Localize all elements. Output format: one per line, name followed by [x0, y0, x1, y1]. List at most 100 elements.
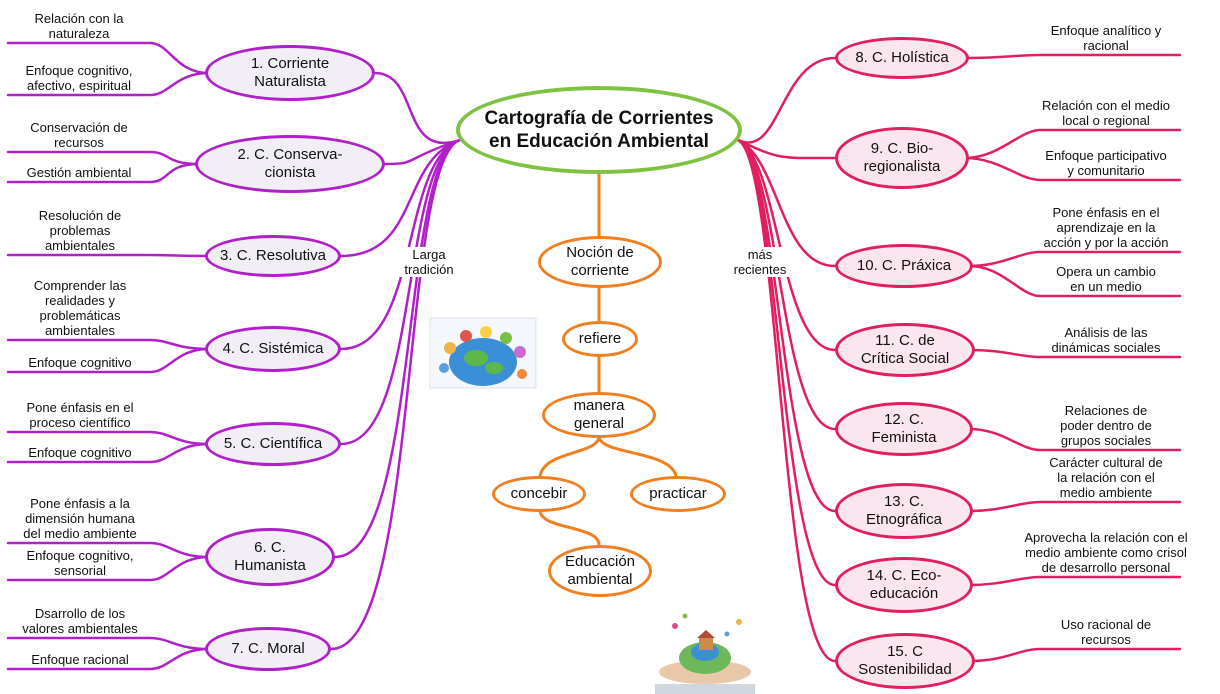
left-branch-5	[339, 138, 462, 446]
mindmap-edges	[6, 41, 1182, 671]
left-leaf-line-6-1	[6, 541, 211, 559]
left-leaf-2-1: Conservación de recursos	[30, 120, 128, 150]
right-leaf-10-1: Pone énfasis en el aprendizaje en la acc…	[1043, 205, 1169, 250]
right-leaf-12-1: Relaciones de poder dentro de grupos soc…	[1060, 403, 1152, 448]
right-node-11[interactable]: 11. C. de Crítica Social	[835, 323, 975, 377]
right-leaf-line-10-1	[967, 250, 1182, 268]
practicar-node-label: practicar	[649, 485, 707, 502]
group-label-right: más recientes	[727, 247, 793, 277]
left-leaf-line-2-1	[6, 150, 201, 166]
left-leaf-line-3-1	[6, 253, 211, 258]
right-node-11-label: 11. C. de Crítica Social	[860, 332, 950, 367]
right-node-9[interactable]: 9. C. Bio- regionalista	[835, 127, 969, 189]
right-branch-8	[736, 56, 837, 144]
left-leaf-6-1: Pone énfasis a la dimensión humana del m…	[23, 496, 137, 541]
left-leaf-3-1: Resolución de problemas ambientales	[38, 208, 122, 253]
left-node-5[interactable]: 5. C. Científica	[205, 422, 341, 466]
left-node-4-label: 4. C. Sistémica	[222, 340, 324, 357]
right-leaf-line-8-1	[963, 53, 1182, 60]
left-node-1[interactable]: 1. Corriente Naturalista	[205, 45, 375, 101]
left-leaf-4-2: Enfoque cognitivo	[28, 355, 132, 370]
left-leaf-line-4-2	[6, 347, 211, 374]
left-leaf-7-1: Dsarrollo de los valores ambientales	[22, 606, 138, 636]
left-leaf-line-5-1	[6, 430, 211, 446]
left-leaf-5-1: Pone énfasis en el proceso científico	[26, 400, 134, 430]
right-leaf-line-15-1	[969, 647, 1182, 663]
left-leaf-line-5-2	[6, 442, 211, 464]
title-node-label: Cartografía de Corrientes en Educación A…	[484, 108, 714, 152]
left-node-3-label: 3. C. Resolutiva	[220, 247, 326, 264]
left-leaf-line-4-1	[6, 338, 211, 351]
right-node-10[interactable]: 10. C. Práxica	[835, 244, 973, 288]
left-leaf-line-6-2	[6, 555, 211, 582]
right-branch-12	[736, 138, 837, 431]
right-branch-10	[736, 138, 837, 268]
left-leaf-2-2: Gestión ambiental	[26, 165, 132, 180]
left-leaf-6-2: Enfoque cognitivo, sensorial	[26, 548, 134, 578]
right-node-12[interactable]: 12. C. Feminista	[835, 402, 973, 456]
manera-node[interactable]: manera general	[542, 392, 656, 438]
right-node-15[interactable]: 15. C Sostenibilidad	[835, 633, 975, 689]
left-node-4[interactable]: 4. C. Sistémica	[205, 326, 341, 372]
left-node-3[interactable]: 3. C. Resolutiva	[205, 235, 341, 277]
refiere-node[interactable]: refiere	[562, 321, 638, 357]
right-leaf-14-1: Aprovecha la relación con el medio ambie…	[1024, 530, 1188, 575]
left-leaf-4-1: Comprender las realidades y problemática…	[33, 278, 127, 338]
left-leaf-1-1: Relación con la naturaleza	[34, 11, 124, 41]
left-leaf-line-1-2	[6, 71, 211, 97]
hands-earth-image	[655, 613, 755, 694]
right-node-10-label: 10. C. Práxica	[856, 257, 952, 274]
educacion-node[interactable]: Educación ambiental	[548, 545, 652, 597]
right-leaf-9-1: Relación con el medio local o regional	[1042, 98, 1170, 128]
right-node-9-label: 9. C. Bio- regionalista	[863, 140, 941, 175]
left-leaf-5-2: Enfoque cognitivo	[28, 445, 132, 460]
left-node-7[interactable]: 7. C. Moral	[205, 627, 331, 671]
refiere-node-label: refiere	[578, 330, 622, 347]
left-node-6-label: 6. C. Humanista	[234, 539, 306, 574]
right-leaf-11-1: Análisis de las dinámicas sociales	[1051, 325, 1161, 355]
right-node-14-label: 14. C. Eco- educación	[866, 567, 942, 602]
concebir-node[interactable]: concebir	[492, 476, 586, 512]
right-node-8-label: 8. C. Holística	[855, 49, 949, 66]
right-leaf-line-11-1	[969, 348, 1182, 359]
left-branch-3	[339, 138, 462, 258]
left-branch-7	[329, 138, 462, 651]
left-leaf-7-2: Enfoque racional	[31, 652, 129, 667]
nocion-node-label: Noción de corriente	[566, 244, 634, 279]
right-node-13[interactable]: 13. C. Etnográfica	[835, 483, 973, 539]
title-node[interactable]: Cartografía de Corrientes en Educación A…	[456, 86, 742, 174]
right-leaf-line-10-2	[967, 264, 1182, 298]
right-leaf-line-13-1	[967, 500, 1182, 513]
nocion-node[interactable]: Noción de corriente	[538, 236, 662, 288]
right-node-13-label: 13. C. Etnográfica	[866, 493, 942, 528]
left-node-2[interactable]: 2. C. Conserva- cionista	[195, 135, 385, 193]
practicar-node[interactable]: practicar	[630, 476, 726, 512]
right-node-8[interactable]: 8. C. Holística	[835, 37, 969, 79]
left-node-2-label: 2. C. Conserva- cionista	[237, 146, 343, 181]
right-leaf-15-1: Uso racional de recursos	[1060, 617, 1152, 647]
left-leaf-line-7-1	[6, 636, 211, 651]
chain-line-6	[538, 508, 601, 547]
manera-node-label: manera general	[573, 397, 625, 432]
right-branch-15	[736, 138, 837, 663]
left-branch-1	[373, 71, 462, 145]
concebir-node-label: concebir	[510, 485, 568, 502]
right-leaf-line-12-1	[967, 427, 1182, 452]
right-node-14[interactable]: 14. C. Eco- educación	[835, 557, 973, 613]
left-leaf-line-7-2	[6, 647, 211, 671]
right-node-15-label: 15. C Sostenibilidad	[858, 643, 952, 678]
left-node-5-label: 5. C. Científica	[223, 435, 323, 452]
right-leaf-10-2: Opera un cambio en un medio	[1056, 264, 1156, 294]
left-leaf-1-2: Enfoque cognitivo, afectivo, espiritual	[25, 63, 133, 93]
chain-line-4	[538, 434, 601, 478]
chain-line-5	[597, 434, 678, 478]
right-leaf-line-9-1	[963, 128, 1182, 160]
group-label-left: Larga tradición	[400, 247, 458, 277]
left-node-6[interactable]: 6. C. Humanista	[205, 528, 335, 586]
left-branch-2	[383, 138, 462, 166]
right-leaf-8-1: Enfoque analítico y racional	[1050, 23, 1162, 53]
left-node-1-label: 1. Corriente Naturalista	[250, 55, 330, 90]
left-node-7-label: 7. C. Moral	[231, 640, 305, 657]
educacion-node-label: Educación ambiental	[564, 553, 636, 588]
right-leaf-9-2: Enfoque participativo y comunitario	[1045, 148, 1167, 178]
